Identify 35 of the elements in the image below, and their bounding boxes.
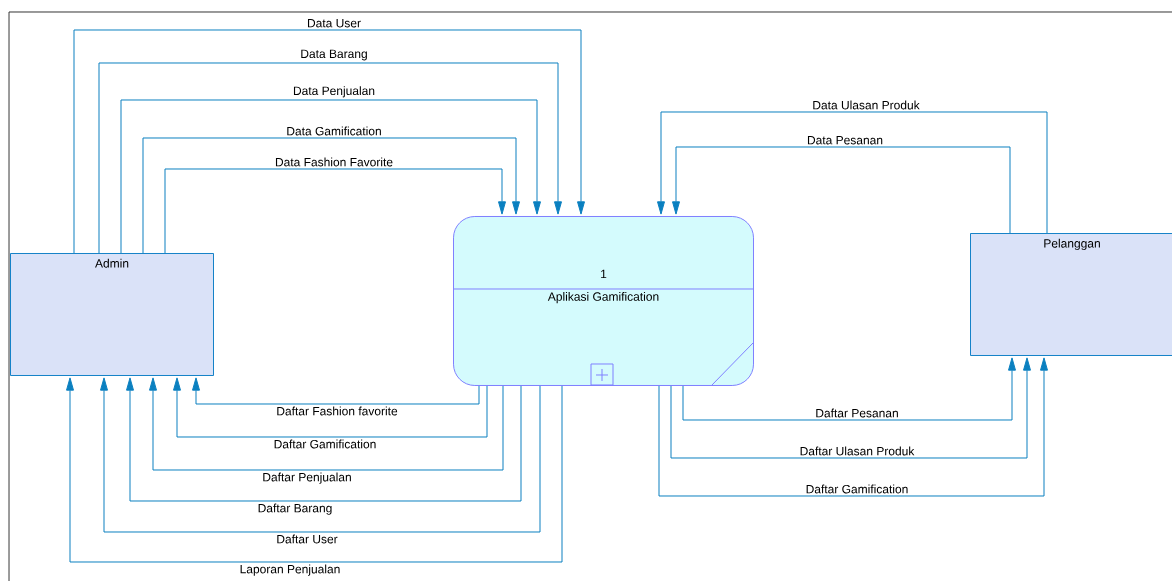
- edge-label: Daftar Gamification: [804, 483, 910, 495]
- arrow: [98, 62, 562, 254]
- edge-label: Data Barang: [299, 48, 370, 62]
- arrow: [66, 377, 563, 563]
- arrow: [657, 111, 1048, 234]
- edge-label: Laporan Penjualan: [238, 563, 342, 578]
- edge-label: Daftar Ulasan Produk: [798, 445, 916, 457]
- arrow: [682, 357, 1016, 421]
- arrow: [670, 357, 1031, 459]
- arrow: [142, 137, 520, 254]
- edge-label: Data Fashion Favorite: [273, 156, 395, 168]
- arrow: [173, 377, 488, 438]
- edge-label: Data Gamification: [285, 125, 384, 137]
- edge-label: Daftar Pesanan: [814, 407, 901, 419]
- arrow: [658, 357, 1048, 497]
- edge-label: Daftar Fashion favorite: [275, 405, 400, 417]
- edge-label: Data Pesanan: [805, 134, 885, 146]
- arrow: [149, 377, 504, 471]
- process-box: 1 Aplikasi Gamification: [453, 216, 754, 386]
- arrow: [120, 99, 541, 254]
- edge-label: Data User: [305, 17, 363, 29]
- arrow: [672, 146, 1011, 234]
- edge-label: Data Penjualan: [291, 84, 377, 99]
- entity-box: Pelanggan: [970, 233, 1172, 356]
- edge-label: Daftar Gamification: [272, 438, 378, 450]
- entity-box: Admin: [10, 253, 214, 376]
- edge-label: Daftar Barang: [256, 502, 334, 517]
- arrow: [192, 377, 480, 405]
- edge-label: Daftar Penjualan: [261, 471, 354, 486]
- arrow: [164, 168, 506, 254]
- arrow: [126, 377, 522, 502]
- edge-label: Daftar User: [275, 533, 339, 545]
- arrow: [73, 29, 585, 254]
- arrow: [100, 377, 541, 533]
- edge-label: Data Ulasan Produk: [811, 99, 922, 111]
